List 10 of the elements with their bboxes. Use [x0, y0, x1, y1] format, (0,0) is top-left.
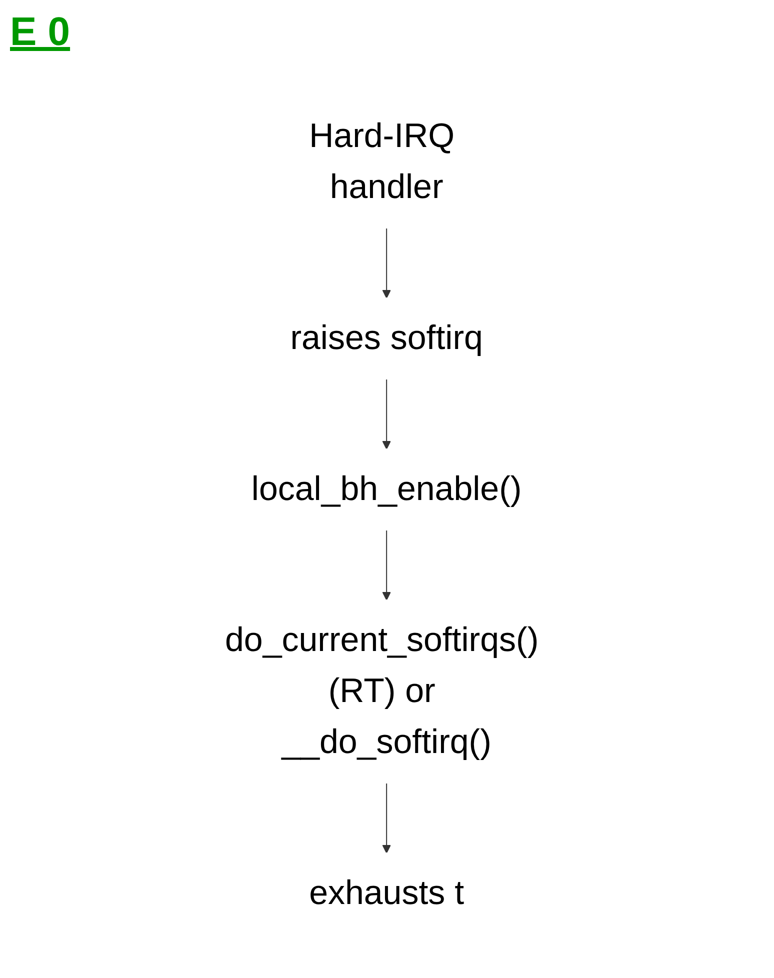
node-text: exhausts t — [310, 874, 464, 912]
node-text: raises softirq — [290, 319, 484, 357]
arrow — [382, 228, 392, 298]
node-text: do_current_softirqs() (RT) or __do_softirq() — [225, 621, 540, 761]
node-text: local_bh_enable() — [252, 470, 522, 508]
arrow — [382, 530, 392, 600]
heading-label: E 0 — [10, 10, 70, 55]
arrow — [382, 782, 392, 854]
arrow — [382, 378, 392, 450]
node-text: Hard-IRQ handler — [310, 117, 455, 206]
